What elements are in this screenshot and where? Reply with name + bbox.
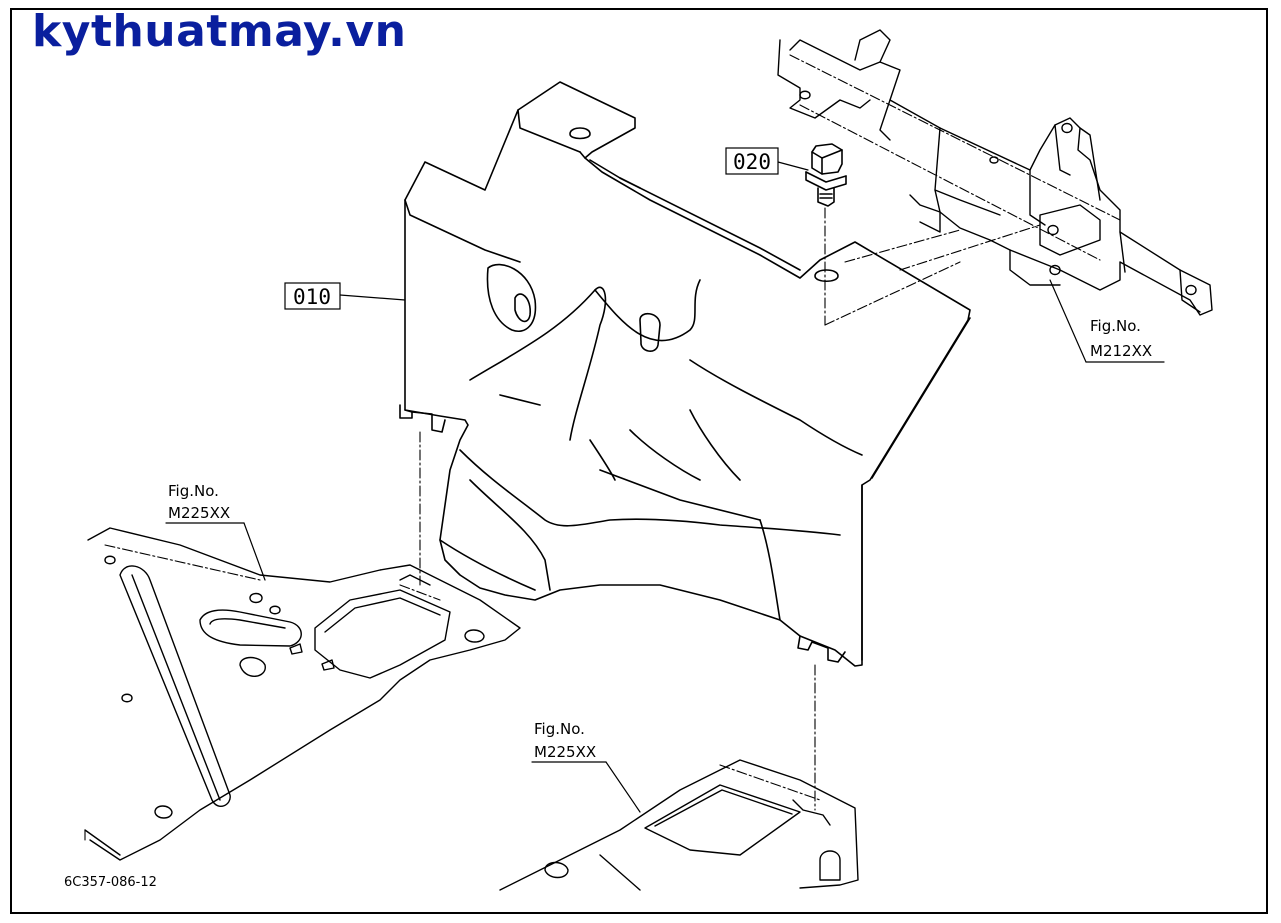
- floor-plate-left-m225xx: [84, 527, 521, 861]
- callout-020: 020: [725, 147, 779, 175]
- fig-ref-left-line1: Fig.No.: [168, 482, 219, 500]
- assembly-lines: [84, 54, 1121, 841]
- callout-020-label: 020: [733, 150, 771, 174]
- fig-ref-bottom-line2: M225XX: [534, 743, 596, 761]
- callout-010: 010: [284, 282, 341, 310]
- callout-010-label: 010: [293, 285, 331, 309]
- fig-ref-left-line2: M225XX: [168, 504, 230, 522]
- fig-ref-top-right-line2: M212XX: [1090, 342, 1152, 360]
- bolt-part-020: [805, 143, 847, 207]
- fig-ref-top-right-line1: Fig.No.: [1090, 317, 1141, 335]
- fig-ref-bottom-line1: Fig.No.: [534, 720, 585, 738]
- drawing-code: 6C357-086-12: [64, 875, 157, 890]
- floor-plate-bottom-m225xx: [499, 759, 859, 891]
- leader-lines: [165, 161, 1165, 813]
- chassis-frame-m212xx: [777, 29, 1213, 316]
- brand-watermark: kythuatmay.vn: [32, 6, 407, 57]
- panel-part-010: [399, 81, 971, 667]
